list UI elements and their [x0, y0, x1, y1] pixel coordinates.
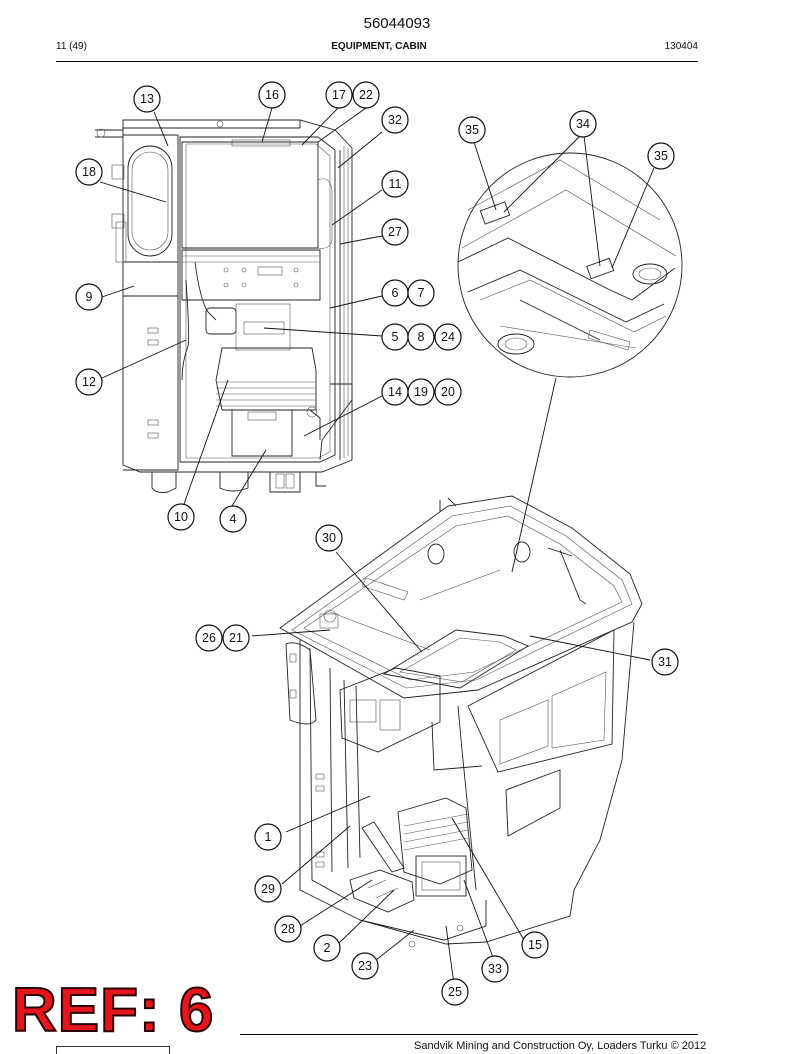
callout-15: 15 — [521, 931, 549, 959]
callout-20: 20 — [434, 378, 462, 406]
svg-text:35: 35 — [654, 149, 668, 163]
svg-text:24: 24 — [441, 330, 455, 344]
document-number: 56044093 — [363, 15, 431, 32]
logo-strip — [56, 1046, 170, 1054]
svg-text:13: 13 — [140, 92, 154, 106]
callout-27: 27 — [381, 218, 409, 246]
callout-12: 12 — [75, 368, 103, 396]
callout-17: 17 — [325, 81, 353, 109]
callout-25: 25 — [441, 978, 469, 1006]
svg-text:12: 12 — [82, 375, 96, 389]
svg-text:8: 8 — [418, 330, 425, 344]
callout-29: 29 — [254, 875, 282, 903]
svg-text:18: 18 — [82, 165, 96, 179]
svg-text:14: 14 — [388, 385, 402, 399]
ref-stamp: REF: 6 — [11, 976, 215, 1045]
callout-2: 2 — [313, 934, 341, 962]
callout-31: 31 — [651, 648, 679, 676]
footer-copyright: Sandvik Mining and Construction Oy, Load… — [414, 1040, 707, 1052]
svg-text:20: 20 — [441, 385, 455, 399]
callout-19: 19 — [407, 378, 435, 406]
callout-32: 32 — [381, 106, 409, 134]
svg-text:11: 11 — [389, 177, 402, 191]
cabin-front-view — [95, 107, 383, 507]
callout-13: 13 — [133, 85, 161, 113]
svg-text:29: 29 — [261, 882, 275, 896]
svg-text:17: 17 — [332, 88, 346, 102]
cabin-isometric-view — [251, 495, 651, 985]
svg-text:9: 9 — [86, 290, 93, 304]
date-code: 130404 — [664, 41, 698, 52]
callout-16: 16 — [258, 81, 286, 109]
callout-9: 9 — [75, 283, 103, 311]
callout-22: 22 — [352, 81, 380, 109]
callout-26: 26 — [195, 624, 223, 652]
svg-text:19: 19 — [414, 385, 428, 399]
svg-text:35: 35 — [465, 123, 479, 137]
callout-23: 23 — [351, 952, 379, 980]
svg-text:26: 26 — [202, 631, 216, 645]
svg-text:10: 10 — [174, 510, 188, 524]
footer-divider — [240, 1034, 698, 1035]
svg-text:7: 7 — [418, 286, 425, 300]
callout-35-right: 35 — [647, 142, 675, 170]
callout-21: 21 — [222, 624, 250, 652]
callout-14: 14 — [381, 378, 409, 406]
section-title: EQUIPMENT, CABIN — [331, 41, 427, 52]
callout-24: 24 — [434, 323, 462, 351]
svg-text:33: 33 — [488, 962, 502, 976]
callout-11: 11 — [381, 170, 409, 198]
callout-7: 7 — [407, 279, 435, 307]
svg-text:34: 34 — [576, 117, 590, 131]
svg-text:22: 22 — [359, 88, 373, 102]
svg-text:28: 28 — [281, 922, 295, 936]
svg-text:1: 1 — [265, 830, 272, 844]
svg-text:16: 16 — [265, 88, 279, 102]
callout-30: 30 — [315, 524, 343, 552]
svg-text:21: 21 — [229, 631, 243, 645]
header-divider — [56, 61, 698, 62]
callout-33: 33 — [481, 955, 509, 983]
svg-text:30: 30 — [322, 531, 336, 545]
callout-5: 5 — [381, 323, 409, 351]
svg-text:2: 2 — [324, 941, 331, 955]
callout-28: 28 — [274, 915, 302, 943]
svg-text:4: 4 — [230, 512, 237, 526]
callout-4: 4 — [219, 505, 247, 533]
svg-text:32: 32 — [388, 113, 402, 127]
page-number: 11 (49) — [56, 41, 87, 52]
callout-6: 6 — [381, 279, 409, 307]
svg-text:5: 5 — [392, 330, 399, 344]
callout-34: 34 — [569, 110, 597, 138]
callout-10: 10 — [167, 503, 195, 531]
svg-text:23: 23 — [358, 959, 372, 973]
callout-35-left: 35 — [458, 116, 486, 144]
svg-text:15: 15 — [528, 938, 542, 952]
svg-text:6: 6 — [392, 286, 399, 300]
callout-1: 1 — [254, 823, 282, 851]
svg-text:25: 25 — [448, 985, 462, 999]
svg-text:31: 31 — [658, 655, 672, 669]
callout-18: 18 — [75, 158, 103, 186]
svg-text:27: 27 — [388, 225, 402, 239]
callout-8: 8 — [407, 323, 435, 351]
roof-detail-view — [457, 135, 683, 573]
